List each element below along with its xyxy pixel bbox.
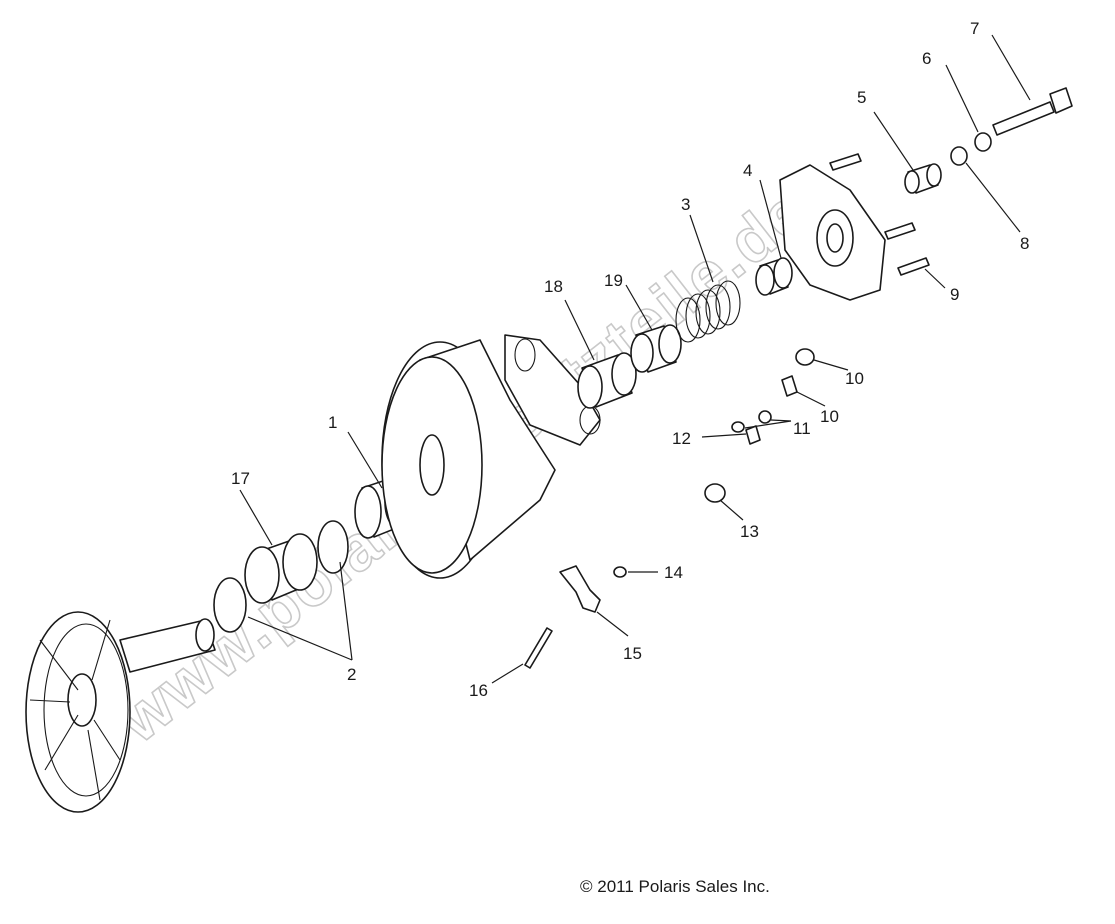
- washer-6: [974, 132, 992, 152]
- cover-part: [779, 164, 886, 301]
- callout-10-lower: 13: [740, 522, 759, 541]
- bushing-18-part: [577, 352, 637, 409]
- callout-13: 12: [672, 429, 691, 448]
- callout-3: 3: [681, 195, 690, 214]
- washer-12-upper: [758, 410, 772, 424]
- weight-15: [559, 565, 601, 613]
- bolt-7-part: [992, 87, 1073, 136]
- callout-10-upper: 10: [845, 369, 864, 388]
- fixed-sheave-part: [25, 611, 216, 813]
- bushing-19-part: [630, 324, 682, 373]
- callout-15: 15: [623, 644, 642, 663]
- callout-4: 4: [743, 161, 752, 180]
- moveable-sheave-part: [381, 339, 556, 579]
- spring-3-part: [675, 280, 741, 343]
- spacer-17-part: [244, 533, 318, 604]
- washer-12-lower: [731, 421, 745, 433]
- roller-10-upper: [795, 348, 815, 366]
- spider-part: [504, 334, 601, 446]
- callout-8: 8: [1020, 234, 1029, 253]
- roller-10-lower: [704, 483, 726, 503]
- callout-9: 9: [950, 285, 959, 304]
- callout-19: 19: [604, 271, 623, 290]
- callout-2: 2: [347, 665, 356, 684]
- callout-1: 1: [328, 413, 337, 432]
- callout-17: 17: [231, 469, 250, 488]
- ring-2-upper: [317, 520, 349, 574]
- leader-lines: [239, 34, 1031, 684]
- spacer-5-part: [904, 163, 942, 194]
- callout-7: 7: [970, 19, 979, 38]
- callout-12: 11: [793, 419, 811, 438]
- callout-5: 5: [857, 88, 866, 107]
- bolts-9-part: [829, 153, 930, 276]
- ring-2-lower: [213, 577, 247, 633]
- bushing-4-part: [755, 257, 793, 296]
- copyright-notice: © 2011 Polaris Sales Inc.: [580, 877, 770, 896]
- callout-11: 10: [820, 407, 839, 426]
- pin-16: [524, 627, 553, 669]
- callout-14: 14: [664, 563, 683, 582]
- callout-labels: 1 2 3 4 5 6 7 8 9 10 10 11 12 13 14 15 1…: [231, 19, 1029, 700]
- bushing-13: [745, 425, 761, 445]
- callout-6: 6: [922, 49, 931, 68]
- pin-11: [781, 375, 798, 397]
- washer-8: [950, 146, 968, 166]
- nut-14: [613, 566, 627, 578]
- callout-18: 18: [544, 277, 563, 296]
- callout-16: 16: [469, 681, 488, 700]
